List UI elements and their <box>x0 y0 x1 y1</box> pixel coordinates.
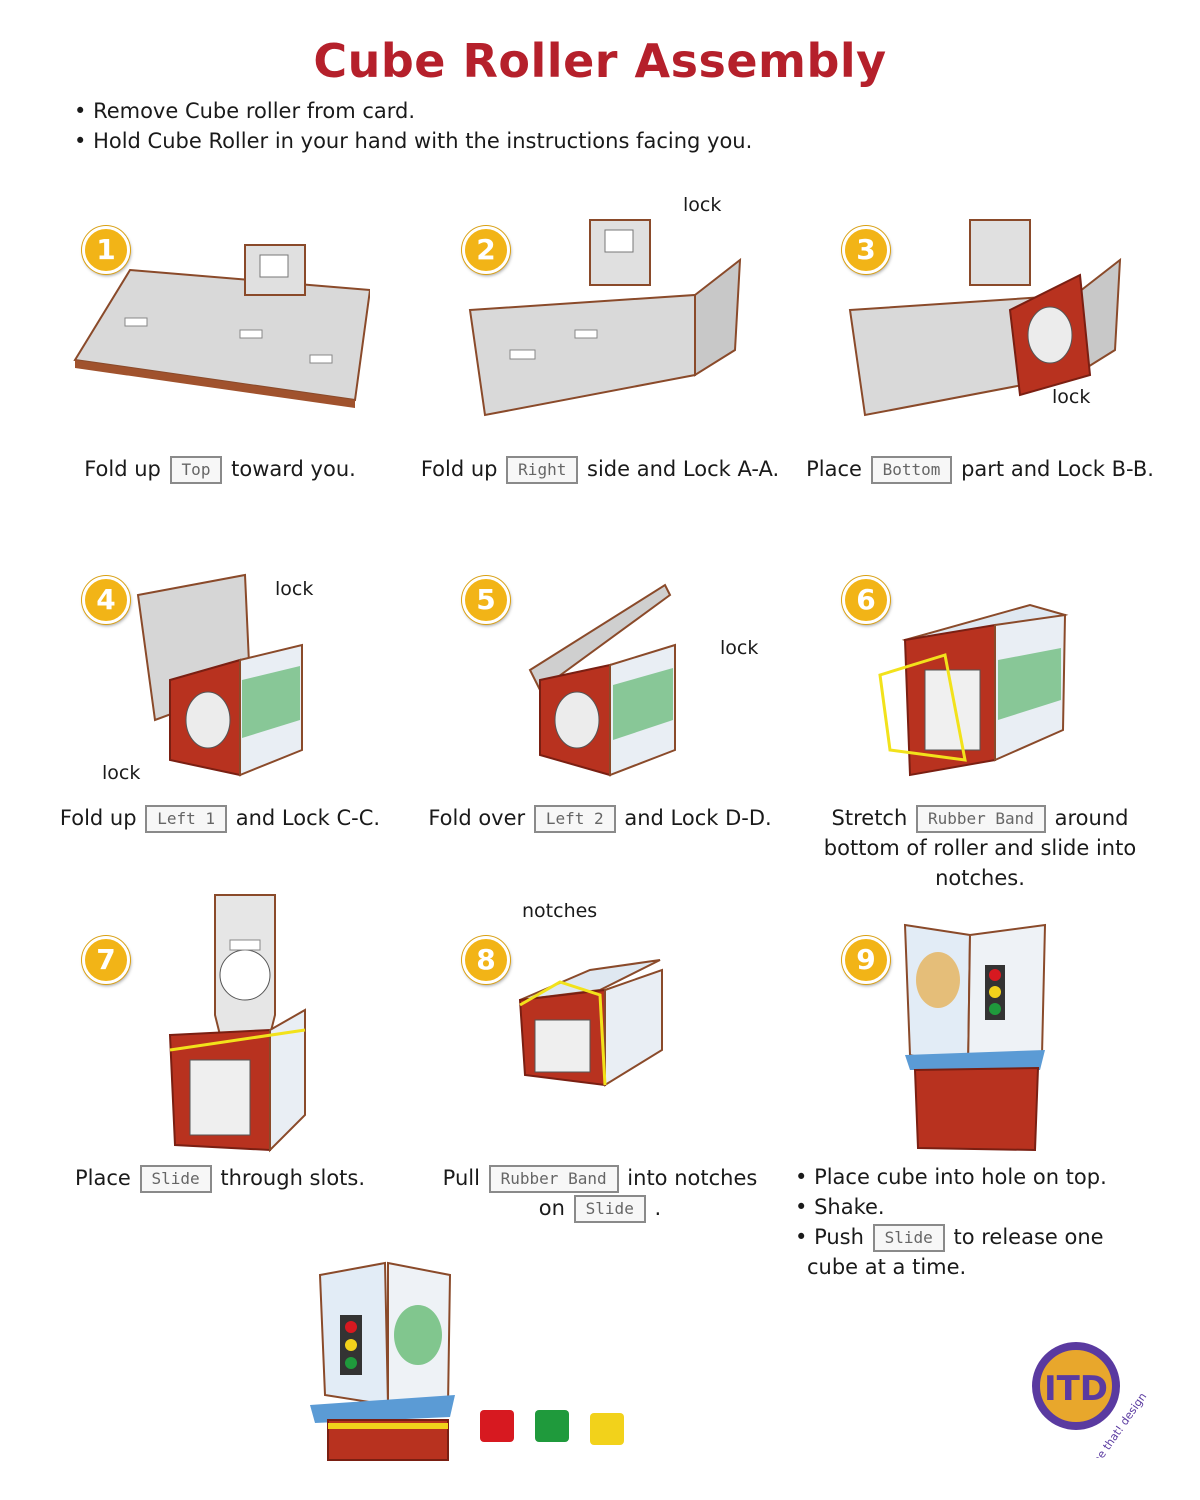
step-2-badge: 2 <box>462 226 510 274</box>
lock-label: lock <box>1052 386 1091 408</box>
step-6-caption: Stretch Rubber Band around bottom of rol… <box>790 803 1170 893</box>
lock-label: lock <box>102 762 141 784</box>
step-1-illustration <box>73 244 370 408</box>
step-2-illustration <box>468 219 742 417</box>
intro-item: Hold Cube Roller in your hand with the i… <box>74 126 752 156</box>
itd-logo-mark: ITD imagine that! design <box>1032 1342 1149 1492</box>
step-9-push-pre: Push <box>814 1225 864 1249</box>
step-1-badge: 1 <box>82 226 130 274</box>
step-7-caption: Place Slide through slots. <box>30 1163 410 1193</box>
step-7-badge: 7 <box>82 936 130 984</box>
step-3-illustration <box>848 219 1122 417</box>
lock-label: lock <box>720 637 759 659</box>
page-title: Cube Roller Assembly <box>313 34 887 88</box>
step-8-badge: 8 <box>462 936 510 984</box>
step-1-text-pre: Fold up <box>84 457 161 481</box>
imagine-that-design-logo: ITD imagine that! design <box>1018 1328 1149 1492</box>
step-9-push-cont: cube at a time. <box>807 1255 967 1279</box>
step-2-text-post: side and Lock A-A. <box>587 457 780 481</box>
step-8-text-line2-post: . <box>654 1196 662 1220</box>
step-3-caption: Place Bottom part and Lock B-B. <box>790 454 1170 484</box>
logo-mark-text: ITD <box>1044 1369 1108 1409</box>
step-6-illustration <box>878 603 1069 777</box>
step-6-text-post: around <box>1054 806 1129 830</box>
step-7-text-pre: Place <box>74 1166 131 1190</box>
yellow-cube <box>590 1413 624 1445</box>
step-9-push-post: to release one <box>953 1225 1104 1249</box>
step-4-text-post: and Lock C-C. <box>235 806 381 830</box>
step-9-badge: 9 <box>842 936 890 984</box>
step-5-text-post: and Lock D-D. <box>624 806 772 830</box>
step-2-tag: Right <box>506 456 579 484</box>
step-1-caption: Fold up Top toward you. <box>30 454 410 484</box>
step-8-tag-2: Slide <box>573 1195 646 1223</box>
step-7-tag: Slide <box>139 1165 212 1193</box>
step-2-caption: Fold up Right side and Lock A-A. <box>410 454 790 484</box>
step-6-text-line3: notches. <box>935 866 1025 890</box>
step-4-caption: Fold up Left 1 and Lock C-C. <box>30 803 410 833</box>
step-5-tag: Left 2 <box>533 805 616 833</box>
lock-label: lock <box>275 578 314 600</box>
step-3-text-post: part and Lock B-B. <box>961 457 1154 481</box>
step-9-illustration <box>903 923 1047 1152</box>
step-5-illustration <box>528 583 676 777</box>
step-8-caption: Pull Rubber Band into notches on Slide . <box>410 1163 790 1223</box>
step-3-text-pre: Place <box>806 457 862 481</box>
step-1-text-post: toward you. <box>231 457 356 481</box>
step-5-badge: 5 <box>462 576 510 624</box>
step-9-tag: Slide <box>872 1224 945 1252</box>
step-4-badge: 4 <box>82 576 130 624</box>
step-3-tag: Bottom <box>870 456 953 484</box>
step-5-caption: Fold over Left 2 and Lock D-D. <box>410 803 790 833</box>
step-8-text-post: into notches <box>627 1166 758 1190</box>
step-2-text-pre: Fold up <box>420 457 498 481</box>
step-7-text-post: through slots. <box>220 1166 366 1190</box>
lock-label: lock <box>683 194 722 216</box>
step-1-tag: Top <box>169 456 223 484</box>
step-5-text-pre: Fold over <box>428 806 526 830</box>
step-8-illustration <box>518 959 663 1087</box>
step-9-item: Place cube into hole on top. <box>795 1162 1107 1192</box>
step-6-tag: Rubber Band <box>915 805 1046 833</box>
red-cube <box>480 1410 514 1442</box>
step-3-badge: 3 <box>842 226 890 274</box>
intro-item: Remove Cube roller from card. <box>74 96 752 126</box>
step-9-item: Shake. <box>795 1192 1107 1222</box>
step-6-text-pre: Stretch <box>831 806 908 830</box>
step-9-list: Place cube into hole on top. Shake. Push… <box>795 1162 1107 1282</box>
step-8-text-line2-pre: on <box>538 1196 565 1220</box>
finished-roller-illustration <box>310 1261 624 1461</box>
intro-list: Remove Cube roller from card. Hold Cube … <box>74 96 752 156</box>
step-9-item: Push Slide to release one <box>795 1222 1107 1252</box>
step-7-illustration <box>168 894 306 1153</box>
step-4-text-pre: Fold up <box>59 806 137 830</box>
step-8-tag: Rubber Band <box>488 1165 619 1193</box>
step-4-illustration <box>136 573 303 777</box>
step-8-text-pre: Pull <box>442 1166 480 1190</box>
step-4-tag: Left 1 <box>145 805 228 833</box>
green-cube <box>535 1410 569 1442</box>
step-6-text-line2: bottom of roller and slide into <box>823 836 1137 860</box>
step-6-badge: 6 <box>842 576 890 624</box>
notches-label: notches <box>522 900 598 922</box>
